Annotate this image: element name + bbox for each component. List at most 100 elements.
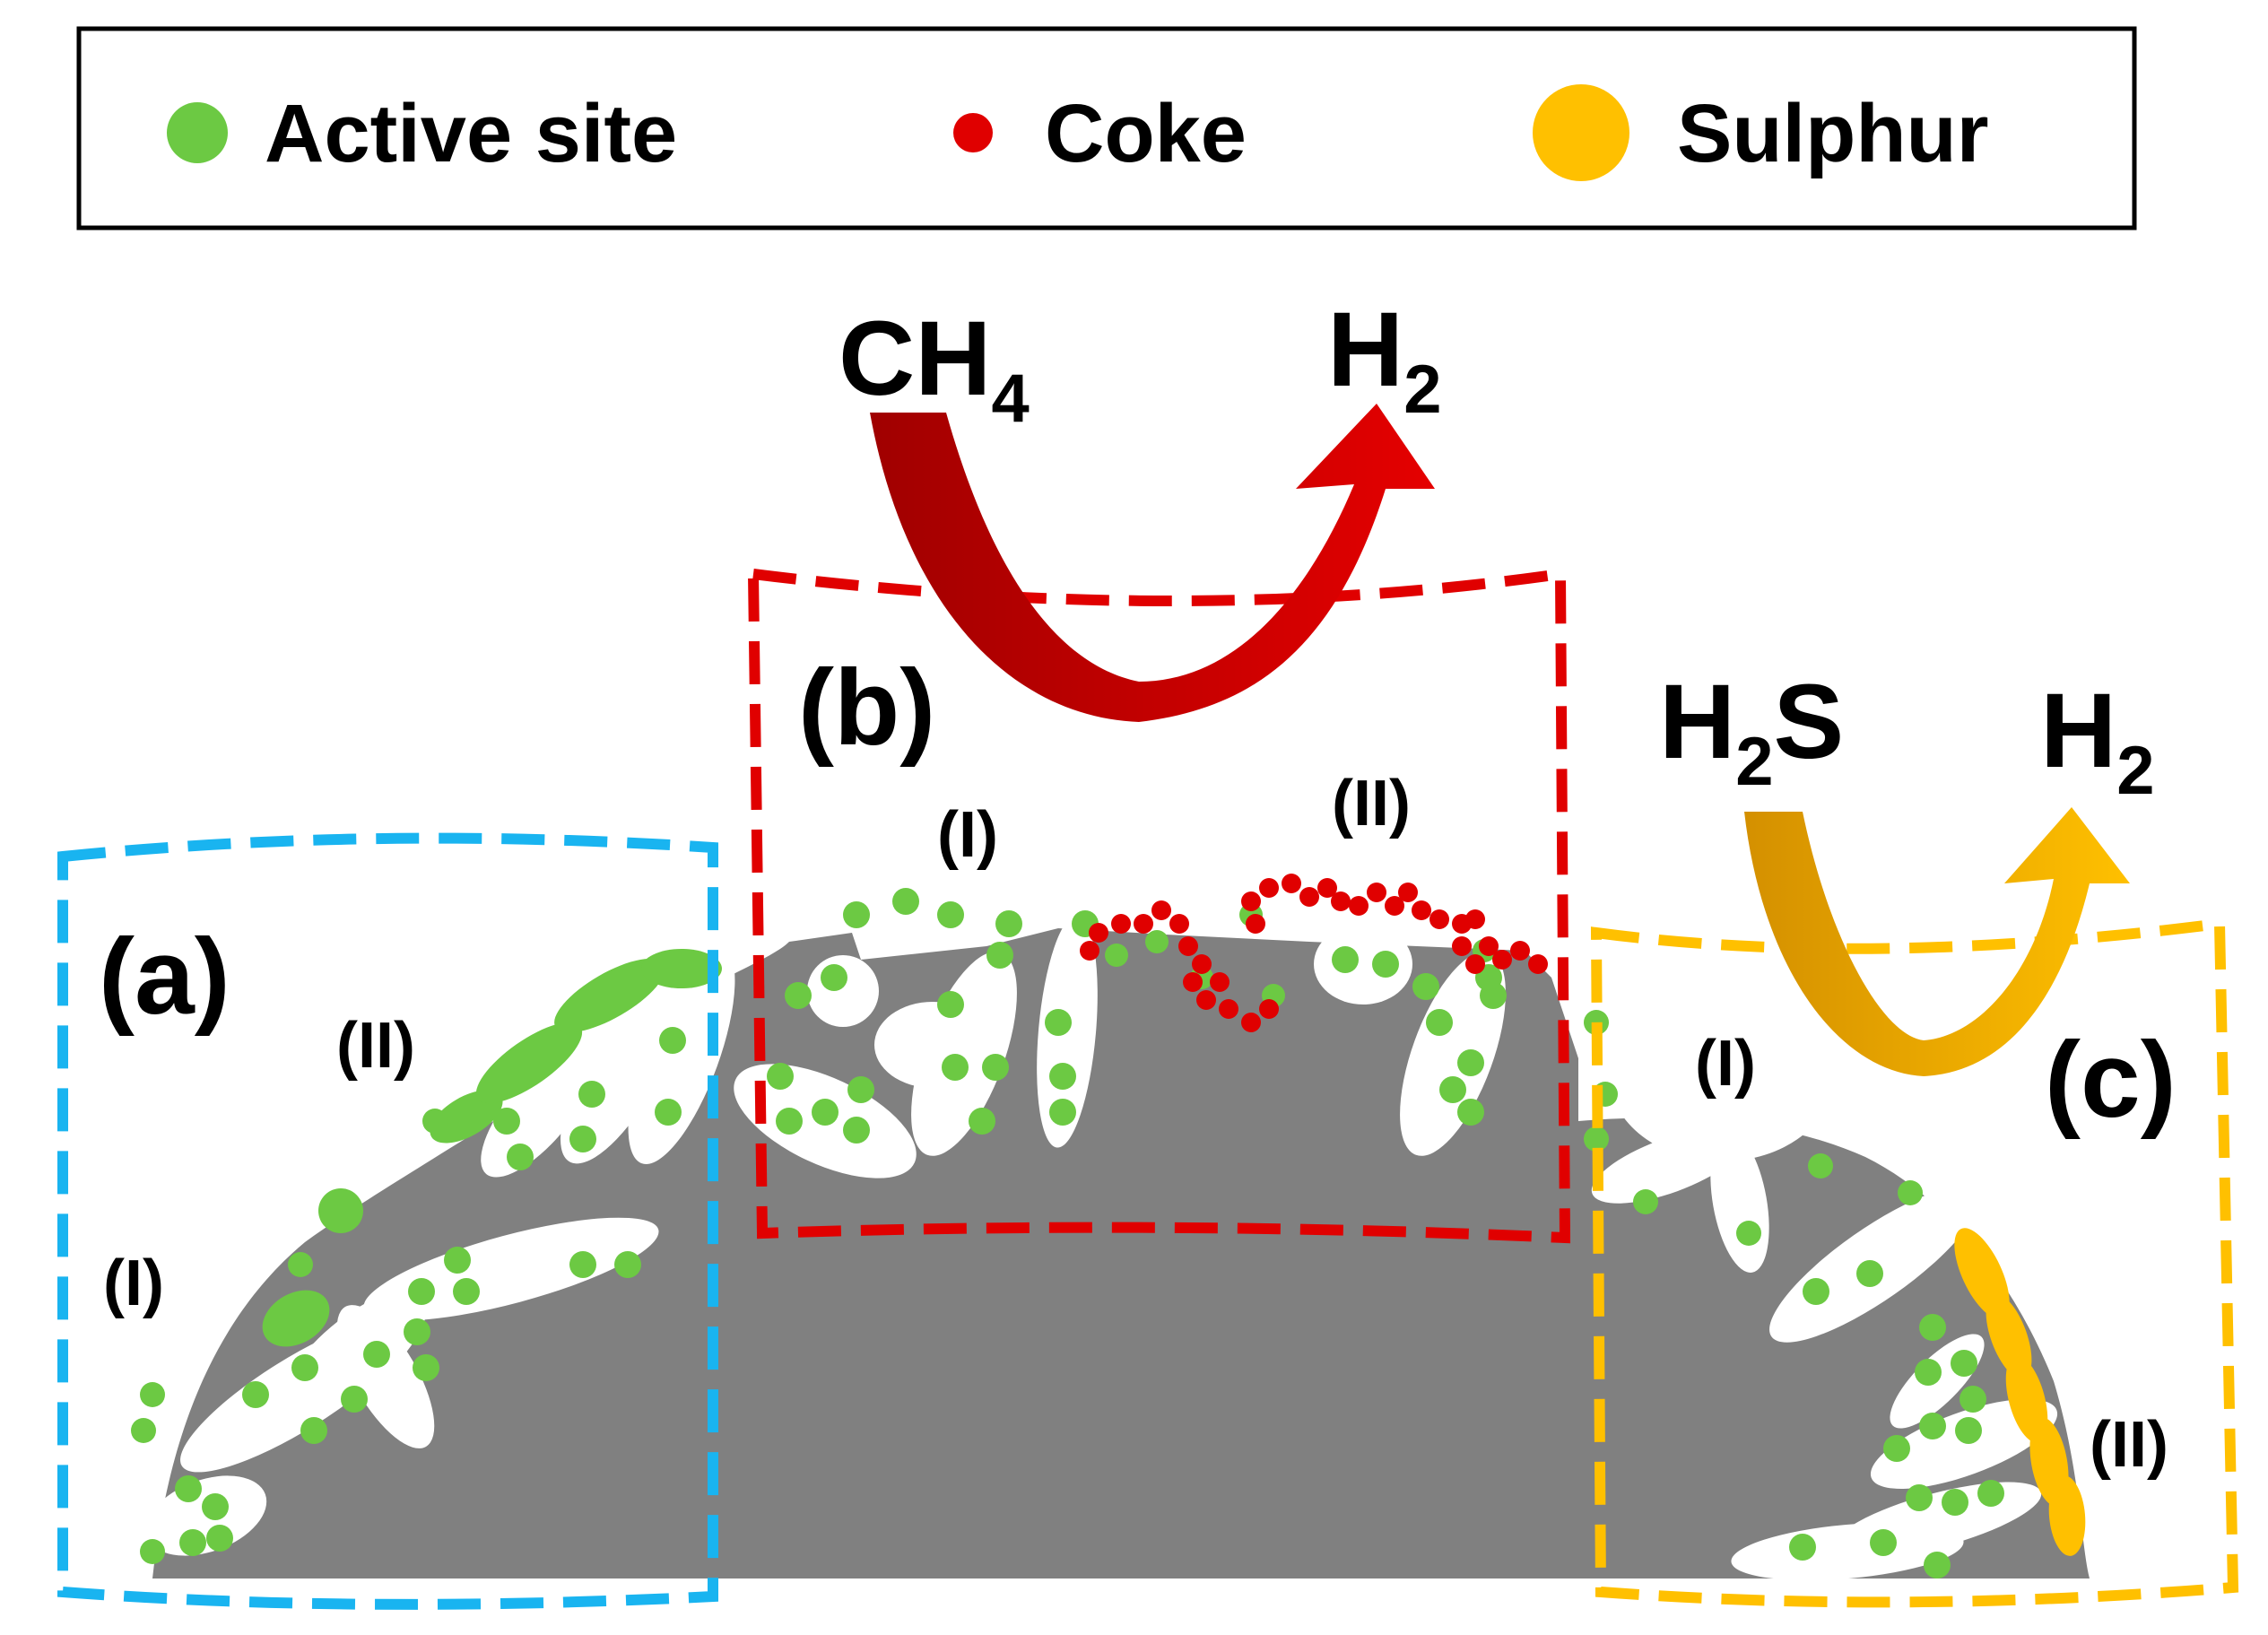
active-site bbox=[291, 1354, 318, 1381]
active-site bbox=[404, 1318, 430, 1345]
coke-particle bbox=[1398, 883, 1418, 902]
active-site-cluster bbox=[318, 1188, 363, 1233]
active-site bbox=[1951, 1350, 1977, 1377]
active-site bbox=[1924, 1552, 1951, 1578]
panel-c-label: (c) bbox=[2045, 1020, 2177, 1140]
active-site bbox=[569, 1251, 596, 1278]
active-site bbox=[843, 1117, 870, 1144]
active-site bbox=[1439, 1076, 1466, 1103]
active-site bbox=[995, 910, 1022, 937]
active-site bbox=[659, 1027, 686, 1054]
active-site bbox=[1915, 1359, 1942, 1386]
active-site bbox=[413, 1354, 439, 1381]
active-site bbox=[1426, 1009, 1453, 1036]
active-site bbox=[982, 1054, 1009, 1081]
coke-particle bbox=[1492, 950, 1512, 970]
legend-box bbox=[76, 26, 2137, 230]
pore bbox=[1314, 924, 1412, 1004]
coke-particle bbox=[1259, 999, 1279, 1019]
active-site bbox=[444, 1247, 471, 1274]
active-site bbox=[569, 1126, 596, 1152]
pore bbox=[1731, 1523, 1964, 1580]
active-site bbox=[942, 1054, 969, 1081]
active-site-cluster bbox=[641, 949, 722, 988]
active-site bbox=[179, 1529, 206, 1556]
reaction-c-labels: H2S H2 bbox=[1659, 663, 2155, 809]
coke-particle bbox=[1196, 990, 1216, 1010]
coke-particle bbox=[1367, 883, 1386, 902]
active-site bbox=[1145, 930, 1169, 953]
active-site bbox=[1977, 1480, 2004, 1507]
active-site bbox=[1633, 1189, 1658, 1214]
active-site bbox=[242, 1381, 269, 1408]
active-site bbox=[776, 1108, 803, 1135]
ch4-label: CH4 bbox=[839, 300, 1030, 437]
coke-particle bbox=[1452, 936, 1472, 956]
coke-particle bbox=[1429, 909, 1449, 929]
pore bbox=[481, 1047, 595, 1178]
coke-particle bbox=[1241, 891, 1261, 911]
h2-product-label-b: H2 bbox=[1327, 291, 1442, 428]
active-site bbox=[1919, 1314, 1946, 1341]
coke-particle bbox=[1151, 900, 1171, 920]
active-site bbox=[131, 1418, 156, 1443]
active-site bbox=[847, 1076, 874, 1103]
coke-particle bbox=[1299, 887, 1319, 907]
sulphur-deposit bbox=[2048, 1475, 2086, 1556]
coke-particle bbox=[1349, 896, 1369, 916]
active-site bbox=[1919, 1413, 1946, 1439]
active-site bbox=[1372, 951, 1399, 978]
active-site bbox=[1457, 1099, 1484, 1126]
coke-particle bbox=[1089, 923, 1108, 943]
pore bbox=[336, 1305, 435, 1448]
ch4-to-h2-arrow bbox=[870, 404, 1435, 722]
active-site bbox=[363, 1341, 390, 1368]
active-site bbox=[767, 1063, 794, 1090]
active-site-cluster bbox=[554, 958, 665, 1033]
active-site bbox=[1960, 1386, 1986, 1413]
panel-c-region-ii: (II) bbox=[2090, 1409, 2168, 1481]
coke-particle bbox=[1465, 909, 1485, 929]
panel-a-box bbox=[57, 832, 718, 1610]
coke-particle bbox=[1080, 941, 1099, 961]
coke-particle bbox=[1246, 914, 1265, 934]
panel-b-region-ii: (II) bbox=[1332, 768, 1411, 839]
panel-a-label: (a) bbox=[99, 917, 230, 1037]
active-site bbox=[812, 1099, 839, 1126]
coke-particle bbox=[1183, 972, 1203, 992]
sulphur-deposits bbox=[1954, 1228, 2086, 1556]
catalyst-particle bbox=[145, 915, 2090, 1580]
active-site bbox=[578, 1081, 605, 1108]
active-site bbox=[1856, 1260, 1883, 1287]
active-site bbox=[453, 1278, 480, 1305]
active-site bbox=[1584, 1126, 1609, 1152]
coke-particle bbox=[1111, 914, 1131, 934]
panel-b-region-i: (I) bbox=[937, 799, 998, 871]
coke-particle bbox=[1241, 1013, 1261, 1032]
active-site bbox=[341, 1386, 368, 1413]
legend-sulphur-label: Sulphur bbox=[1677, 88, 1989, 179]
active-site bbox=[843, 901, 870, 928]
active-site bbox=[937, 991, 964, 1018]
active-site-cluster bbox=[262, 1290, 330, 1347]
legend: Active site Coke Sulphur bbox=[76, 26, 2137, 230]
active-site bbox=[785, 982, 812, 1009]
active-site bbox=[1942, 1489, 1968, 1516]
panel-b-label: (b) bbox=[798, 648, 935, 768]
active-site bbox=[1332, 946, 1359, 973]
active-site bbox=[140, 1539, 165, 1564]
active-site bbox=[937, 901, 964, 928]
active-site bbox=[655, 1099, 682, 1126]
coke-particle bbox=[1134, 914, 1153, 934]
pore bbox=[363, 1217, 659, 1321]
active-site bbox=[140, 1382, 165, 1407]
coke-particle bbox=[1465, 954, 1485, 974]
active-site bbox=[493, 1108, 520, 1135]
h2s-to-h2-arrow bbox=[1744, 807, 2130, 1076]
active-site bbox=[300, 1417, 327, 1444]
coke-particle bbox=[1331, 891, 1351, 911]
active-site bbox=[614, 1251, 641, 1278]
active-site bbox=[1906, 1484, 1933, 1511]
active-site-cluster bbox=[430, 1090, 503, 1144]
